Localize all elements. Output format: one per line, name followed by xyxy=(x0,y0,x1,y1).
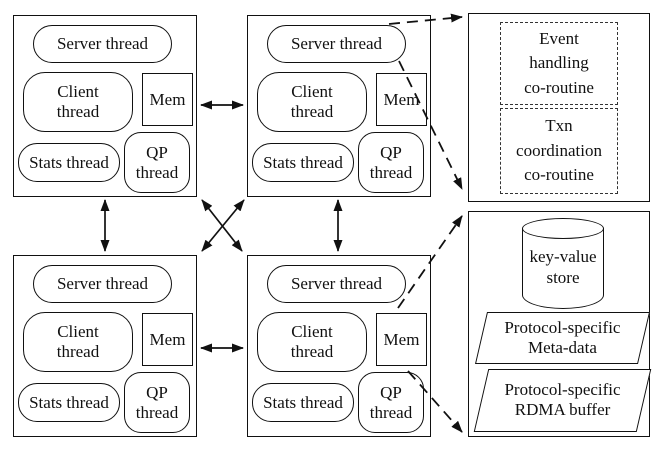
client-thread-label: thread xyxy=(290,342,334,361)
mem-label: Mem xyxy=(383,329,420,349)
event-handling-coroutine-box: Event handling co-routine xyxy=(500,22,618,105)
server-node-bottom-left: Server thread Client thread Mem Stats th… xyxy=(13,255,197,437)
mem-label: Mem xyxy=(149,329,186,349)
key-value-store-label: key-value store xyxy=(522,246,604,289)
stats-thread-shape: Stats thread xyxy=(252,383,354,422)
qp-thread-label: thread xyxy=(369,162,413,182)
server-node-top-middle: Server thread Client thread Mem Stats th… xyxy=(247,15,431,197)
txn-coroutine-label: coordination xyxy=(516,140,602,160)
client-thread-label: Client xyxy=(57,82,99,102)
stats-thread-shape: Stats thread xyxy=(252,143,354,182)
rdma-buffer-label-line: RDMA buffer xyxy=(514,400,611,420)
client-thread-label: thread xyxy=(56,102,100,121)
txn-coroutine-label: co-routine xyxy=(524,165,594,185)
key-value-store-label-line: store xyxy=(546,268,580,288)
mem-box: Mem xyxy=(376,73,427,126)
cylinder-body xyxy=(522,228,604,309)
server-thread-label: Server thread xyxy=(290,274,383,294)
qp-thread-label: thread xyxy=(369,402,413,422)
server-thread-shape: Server thread xyxy=(267,265,406,303)
stats-thread-label: Stats thread xyxy=(29,152,109,172)
mem-label: Mem xyxy=(383,89,420,109)
client-thread-label: Client xyxy=(291,322,333,342)
rdma-buffer-label-line: Protocol-specific xyxy=(504,380,621,400)
cylinder-top-ellipse xyxy=(522,218,604,239)
client-thread-shape: Client thread xyxy=(23,72,133,132)
rdma-buffer-label: Protocol-specific RDMA buffer xyxy=(482,380,643,421)
mem-box: Mem xyxy=(142,313,193,366)
qp-thread-label: thread xyxy=(135,162,179,182)
qp-thread-label: QP xyxy=(146,382,168,402)
bidirectional-arrow-topmiddle-bottomleft xyxy=(201,199,245,252)
meta-data-label: Protocol-specific Meta-data xyxy=(482,318,643,359)
mem-box: Mem xyxy=(376,313,427,366)
qp-thread-shape: QP thread xyxy=(124,132,190,193)
txn-coroutine-label: Txn xyxy=(545,116,573,136)
client-thread-shape: Client thread xyxy=(257,72,367,132)
client-thread-label: Client xyxy=(57,322,99,342)
client-thread-label: thread xyxy=(56,342,100,361)
stats-thread-label: Stats thread xyxy=(29,392,109,412)
server-thread-shape: Server thread xyxy=(267,25,406,63)
event-coroutine-label: handling xyxy=(529,53,589,73)
client-thread-shape: Client thread xyxy=(23,312,133,372)
meta-data-label-line: Meta-data xyxy=(528,338,597,357)
client-thread-shape: Client thread xyxy=(257,312,367,372)
txn-coordination-coroutine-box: Txn coordination co-routine xyxy=(500,108,618,194)
key-value-store-label-line: key-value xyxy=(529,247,597,266)
server-thread-shape: Server thread xyxy=(33,25,172,63)
server-thread-label: Server thread xyxy=(56,274,149,294)
meta-data-parallelogram: Protocol-specific Meta-data xyxy=(474,312,651,364)
client-thread-label: thread xyxy=(290,102,334,121)
key-value-store-cylinder: key-value store xyxy=(522,218,604,310)
stats-thread-label: Stats thread xyxy=(263,392,343,412)
stats-thread-shape: Stats thread xyxy=(18,383,120,422)
server-node-top-left: Server thread Client thread Mem Stats th… xyxy=(13,15,197,197)
qp-thread-shape: QP thread xyxy=(124,372,190,433)
coroutine-panel: Event handling co-routine Txn coordinati… xyxy=(468,13,650,202)
event-coroutine-label: Event xyxy=(539,28,579,48)
meta-data-label-line: Protocol-specific xyxy=(504,317,621,337)
event-coroutine-label: co-routine xyxy=(524,77,594,97)
qp-thread-label: QP xyxy=(380,142,402,162)
storage-panel: key-value store Protocol-specific Meta-d… xyxy=(468,211,652,437)
bidirectional-arrow-topleft-bottommiddle xyxy=(201,199,243,252)
mem-box: Mem xyxy=(142,73,193,126)
rdma-buffer-parallelogram: Protocol-specific RDMA buffer xyxy=(473,369,652,432)
server-thread-label: Server thread xyxy=(56,34,149,54)
stats-thread-label: Stats thread xyxy=(263,152,343,172)
qp-thread-shape: QP thread xyxy=(358,132,424,193)
server-node-bottom-middle: Server thread Client thread Mem Stats th… xyxy=(247,255,431,437)
server-thread-label: Server thread xyxy=(290,34,383,54)
qp-thread-label: thread xyxy=(135,402,179,422)
stats-thread-shape: Stats thread xyxy=(18,143,120,182)
mem-label: Mem xyxy=(149,89,186,109)
qp-thread-label: QP xyxy=(146,142,168,162)
client-thread-label: Client xyxy=(291,82,333,102)
server-thread-shape: Server thread xyxy=(33,265,172,303)
qp-thread-shape: QP thread xyxy=(358,372,424,433)
qp-thread-label: QP xyxy=(380,382,402,402)
